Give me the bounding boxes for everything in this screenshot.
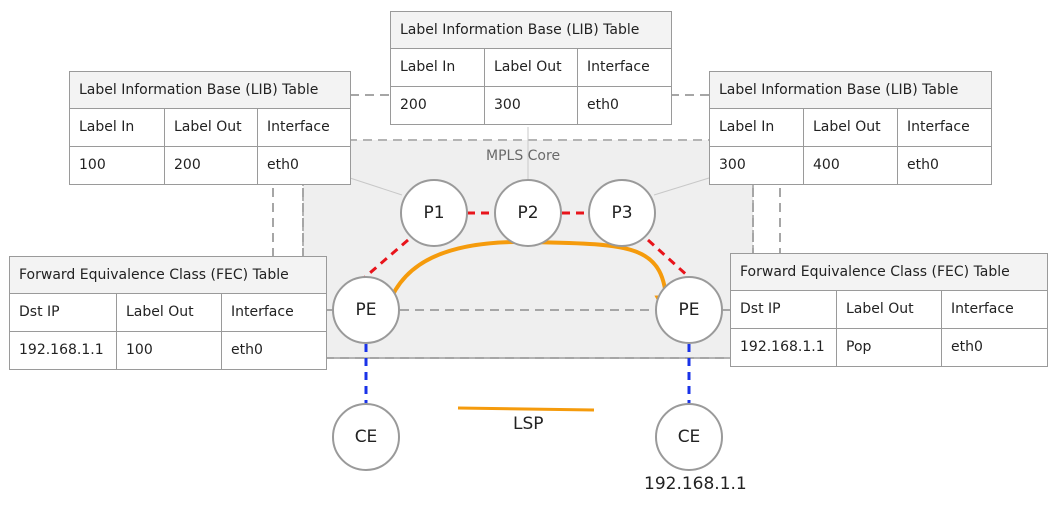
header-dst-ip: Dst IP: [740, 301, 781, 317]
header-interface: Interface: [897, 109, 991, 146]
lsp-legend-swatch: [457, 406, 595, 412]
header-label-in: Label In: [400, 59, 456, 75]
header-dst-ip: Dst IP: [19, 304, 60, 320]
lsp-legend-label: LSP: [513, 414, 544, 434]
cell-label-out: 400: [803, 147, 897, 184]
table-links: [349, 127, 710, 196]
cell-interface: eth0: [941, 329, 1047, 366]
header-label-out: Label Out: [164, 109, 257, 146]
cell-label-in: 300: [719, 157, 746, 173]
table-title: Forward Equivalence Class (FEC) Table: [10, 257, 326, 294]
cell-label-out: Pop: [836, 329, 941, 366]
lib-table-middle: Label Information Base (LIB) Table Label…: [390, 11, 672, 125]
cell-interface: eth0: [221, 332, 326, 369]
core-links: [363, 211, 692, 280]
header-label-in: Label In: [79, 119, 135, 135]
header-label-out: Label Out: [484, 49, 577, 86]
cell-interface: eth0: [257, 147, 350, 184]
ce-router-left: CE: [332, 403, 400, 471]
cell-interface: eth0: [897, 147, 991, 184]
header-interface: Interface: [257, 109, 350, 146]
header-label-out: Label Out: [116, 294, 221, 331]
ce-router-right: CE: [655, 403, 723, 471]
ce-right-ip-label: 192.168.1.1: [644, 474, 747, 494]
p3-router: P3: [588, 179, 656, 247]
header-label-out: Label Out: [803, 109, 897, 146]
lib-table-right: Label Information Base (LIB) Table Label…: [709, 71, 992, 185]
dashed-connectors: [272, 94, 781, 359]
p1-router: P1: [400, 179, 468, 247]
table-title: Label Information Base (LIB) Table: [710, 72, 991, 109]
header-label-in: Label In: [719, 119, 775, 135]
table-title: Forward Equivalence Class (FEC) Table: [731, 254, 1047, 291]
table-title: Label Information Base (LIB) Table: [70, 72, 350, 109]
cell-label-in: 100: [79, 157, 106, 173]
header-interface: Interface: [941, 291, 1047, 328]
p2-router: P2: [494, 179, 562, 247]
header-label-out: Label Out: [836, 291, 941, 328]
mpls-core-label: MPLS Core: [486, 148, 561, 164]
pe-router-left: PE: [332, 276, 400, 344]
cell-label-out: 100: [116, 332, 221, 369]
cell-interface: eth0: [577, 87, 671, 124]
lib-table-left: Label Information Base (LIB) Table Label…: [69, 71, 351, 185]
table-title: Label Information Base (LIB) Table: [391, 12, 671, 49]
fec-table-right: Forward Equivalence Class (FEC) Table Ds…: [730, 253, 1048, 367]
pe-router-right: PE: [655, 276, 723, 344]
cell-label-out: 300: [484, 87, 577, 124]
cell-dst-ip: 192.168.1.1: [19, 342, 104, 358]
cell-dst-ip: 192.168.1.1: [740, 339, 825, 355]
header-interface: Interface: [221, 294, 326, 331]
cell-label-in: 200: [400, 97, 427, 113]
cell-label-out: 200: [164, 147, 257, 184]
fec-table-left: Forward Equivalence Class (FEC) Table Ds…: [9, 256, 327, 370]
header-interface: Interface: [577, 49, 671, 86]
access-links: [364, 344, 691, 403]
